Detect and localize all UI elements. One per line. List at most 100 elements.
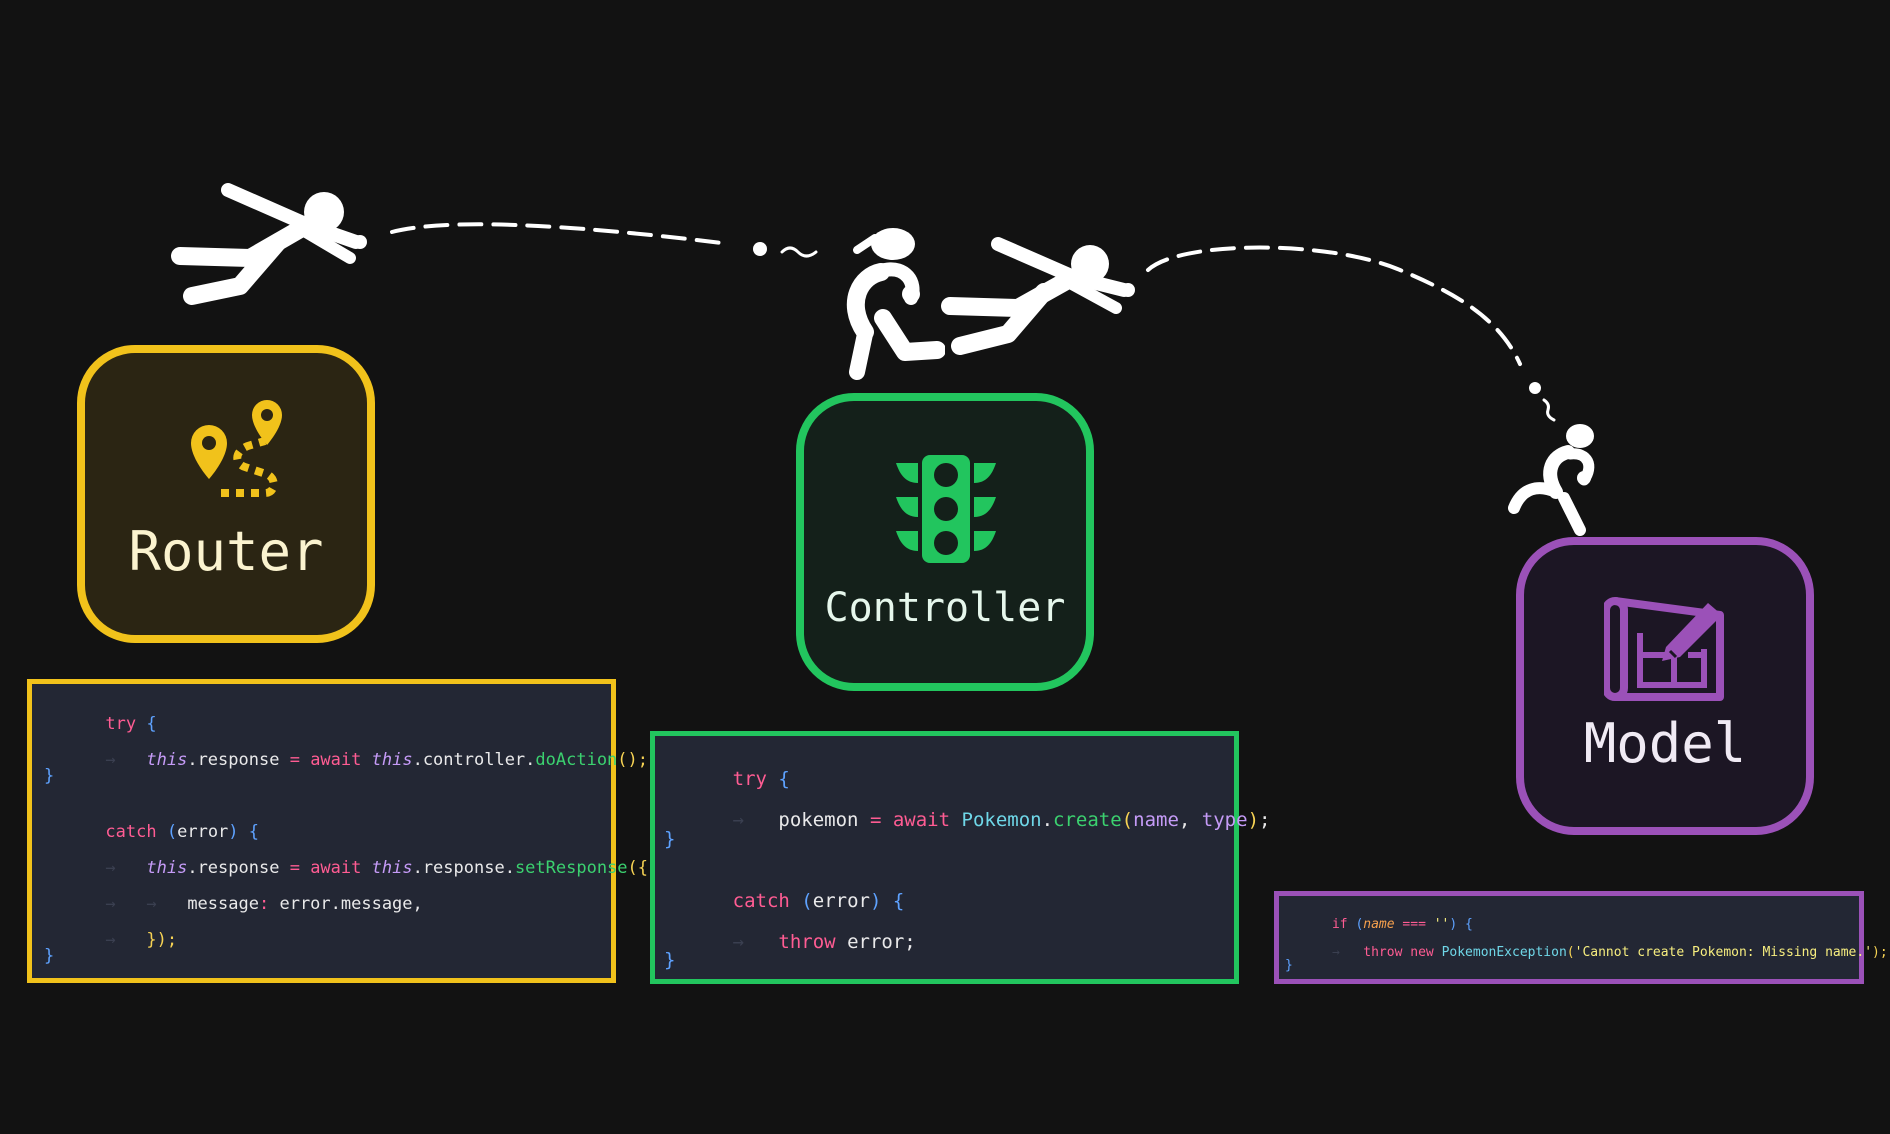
code-line: } [1285, 958, 1293, 973]
catching-player-icon [846, 228, 945, 380]
code-token: .response. [412, 858, 515, 878]
model-node: Model [1516, 537, 1814, 835]
code-token: if [1331, 917, 1348, 932]
code-token: .response [187, 750, 290, 770]
code-token: → [105, 750, 147, 770]
code-token: pokemon [778, 809, 859, 831]
code-token: → [105, 930, 147, 950]
code-line: } [664, 949, 676, 971]
code-line: } [664, 828, 676, 850]
code-token: ( [801, 890, 813, 912]
throwing-player-icon [941, 237, 1135, 355]
code-token: ) [1247, 809, 1260, 831]
code-token: ( [1121, 809, 1134, 831]
code-token: await [310, 858, 362, 878]
code-token: ({ [627, 858, 649, 878]
router-node: Router [77, 345, 375, 643]
route-map-pins-icon [191, 400, 282, 497]
ball-icon [753, 242, 767, 256]
code-token: ( [1355, 917, 1364, 932]
code-line: → throw error; [664, 909, 916, 975]
code-line: catch (error) { [44, 802, 259, 862]
code-token: → [732, 931, 779, 953]
code-token: name [1363, 917, 1395, 932]
code-token: try [732, 768, 767, 790]
code-token: { [1465, 917, 1473, 932]
code-token: error; [847, 931, 916, 953]
code-token: { [146, 714, 157, 734]
code-token: → [732, 809, 779, 831]
code-token: error.message, [279, 894, 423, 914]
controller-label: Controller [824, 585, 1066, 631]
code-token: await [892, 809, 951, 831]
code-token: ) [228, 822, 239, 842]
code-token: name [1133, 809, 1179, 831]
code-token: try [105, 714, 137, 734]
code-token: = [289, 750, 300, 770]
code-line: → throw new PokemonException('Cannot cre… [1285, 930, 1888, 975]
code-token: Pokemon [961, 809, 1042, 831]
code-token: new [1410, 945, 1434, 960]
code-token: ) [1449, 917, 1458, 932]
code-line: try { [664, 746, 790, 812]
code-line: → }); [44, 910, 177, 970]
code-token: . [1041, 809, 1054, 831]
blueprint-icon [1604, 597, 1724, 701]
code-line: try { [44, 694, 157, 754]
code-token: → → [105, 894, 188, 914]
code-token: error [812, 890, 870, 912]
controller-code-snippet: try { → pokemon = await Pokemon.create(n… [650, 731, 1270, 984]
code-token: ( [1566, 945, 1575, 960]
model-label: Model [1583, 712, 1747, 775]
code-token: throw [1363, 945, 1403, 960]
trajectory-router-to-controller [390, 222, 732, 246]
code-token: this [371, 858, 413, 878]
router-code-snippet: try { → this.response = await this.contr… [27, 679, 648, 983]
code-token: this [371, 750, 413, 770]
code-token: }); [146, 930, 178, 950]
code-token: ( [166, 822, 178, 842]
router-label: Router [128, 520, 324, 583]
code-token: ); [1872, 945, 1888, 960]
code-token: error [177, 822, 229, 842]
motion-squiggle-icon [780, 246, 818, 258]
code-line: → this.response = await this.controller.… [44, 730, 648, 790]
code-token: setResponse [514, 858, 628, 878]
model-code-snippet: if (name === '') { → throw new PokemonEx… [1274, 891, 1888, 984]
controller-node: Controller [796, 393, 1094, 691]
code-token: ) [869, 890, 882, 912]
code-token: catch [732, 890, 790, 912]
code-token: doAction [535, 750, 618, 770]
code-token: .response [187, 858, 290, 878]
code-token: → [105, 858, 147, 878]
catching-player-icon [1508, 424, 1595, 536]
code-token: this [146, 858, 188, 878]
traffic-light-icon [896, 455, 996, 563]
code-token: === [1402, 917, 1426, 932]
code-line: → pokemon = await Pokemon.create(name, t… [664, 787, 1271, 853]
code-token: = [289, 858, 300, 878]
motion-squiggle-icon [1542, 398, 1556, 422]
code-token: , [1178, 809, 1191, 831]
code-line: } [44, 766, 55, 786]
code-token: (); [617, 750, 649, 770]
code-token: ; [1259, 809, 1271, 831]
code-token: message [187, 894, 259, 914]
code-line: if (name === '') { [1285, 902, 1473, 947]
code-line: → this.response = await this.response.se… [44, 838, 648, 898]
code-token: { [778, 768, 790, 790]
code-token: '' [1433, 917, 1450, 932]
code-token: this [146, 750, 188, 770]
trajectory-controller-to-model [1146, 245, 1522, 366]
code-token: create [1053, 809, 1122, 831]
code-token: : [258, 894, 270, 914]
throwing-player-icon [171, 183, 367, 305]
code-token: catch [105, 822, 157, 842]
code-token: = [869, 809, 882, 831]
code-token: type [1201, 809, 1248, 831]
code-token: → [1331, 945, 1364, 960]
code-token: 'Cannot create Pokemon: Missing name.' [1574, 945, 1873, 960]
code-token: throw [778, 931, 836, 953]
